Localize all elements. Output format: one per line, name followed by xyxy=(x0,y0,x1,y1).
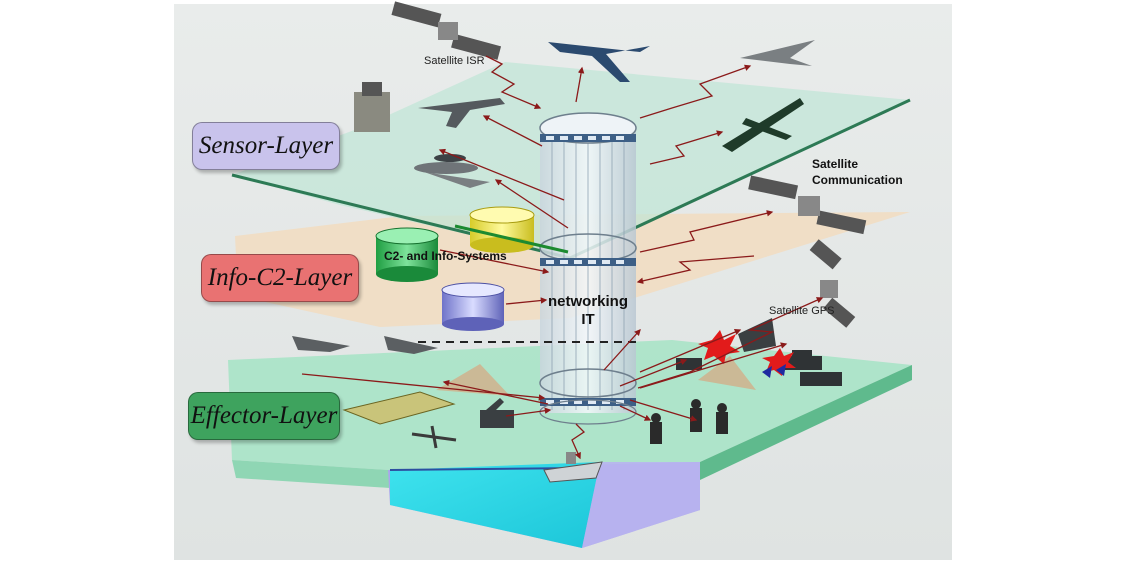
networking-it-label: IT xyxy=(581,311,594,328)
airbase-icon xyxy=(342,391,456,425)
reconnaissance-drone-icon xyxy=(722,98,804,152)
fighter-jets-icon xyxy=(292,336,438,354)
database-blue-icon xyxy=(441,282,505,331)
satellite-communication-icon xyxy=(748,175,867,235)
mountain-terrain-icon xyxy=(436,356,756,396)
uav-drone-icon xyxy=(548,42,650,82)
communication-links xyxy=(301,55,824,460)
satellite-isr-label: Satellite ISR xyxy=(424,55,485,67)
missile-launcher-icon xyxy=(480,398,514,428)
satellite-communication-label-1: Satellite xyxy=(812,157,858,171)
transport-aircraft-icon xyxy=(418,98,505,128)
aircraft-on-ground-icon xyxy=(411,425,457,449)
effector-layer-label: Effector-Layer xyxy=(188,392,340,440)
satellite-isr-icon xyxy=(391,1,502,60)
water-block xyxy=(388,462,700,548)
radar-station-icon xyxy=(354,82,390,132)
info-c2-layer-label: Info-C2-Layer xyxy=(201,254,359,302)
database-yellow-icon xyxy=(469,206,535,253)
warship-icon xyxy=(543,452,603,483)
target-markers xyxy=(762,364,786,378)
networking-cylinder xyxy=(539,112,637,425)
satellite-gps-icon xyxy=(809,239,856,328)
satellite-communication-label-2: Communication xyxy=(812,173,903,187)
soldiers-icon xyxy=(650,399,728,444)
c2-info-systems-label: C2- and Info-Systems xyxy=(384,249,507,263)
sensor-layer-label: Sensor-Layer xyxy=(192,122,340,170)
database-green-icon xyxy=(375,227,439,282)
fighter-jet-icon xyxy=(740,40,815,66)
satellite-gps-label: Satellite GPS xyxy=(769,305,834,317)
awacs-aircraft-icon xyxy=(414,154,490,188)
networking-label: networking xyxy=(548,293,628,310)
